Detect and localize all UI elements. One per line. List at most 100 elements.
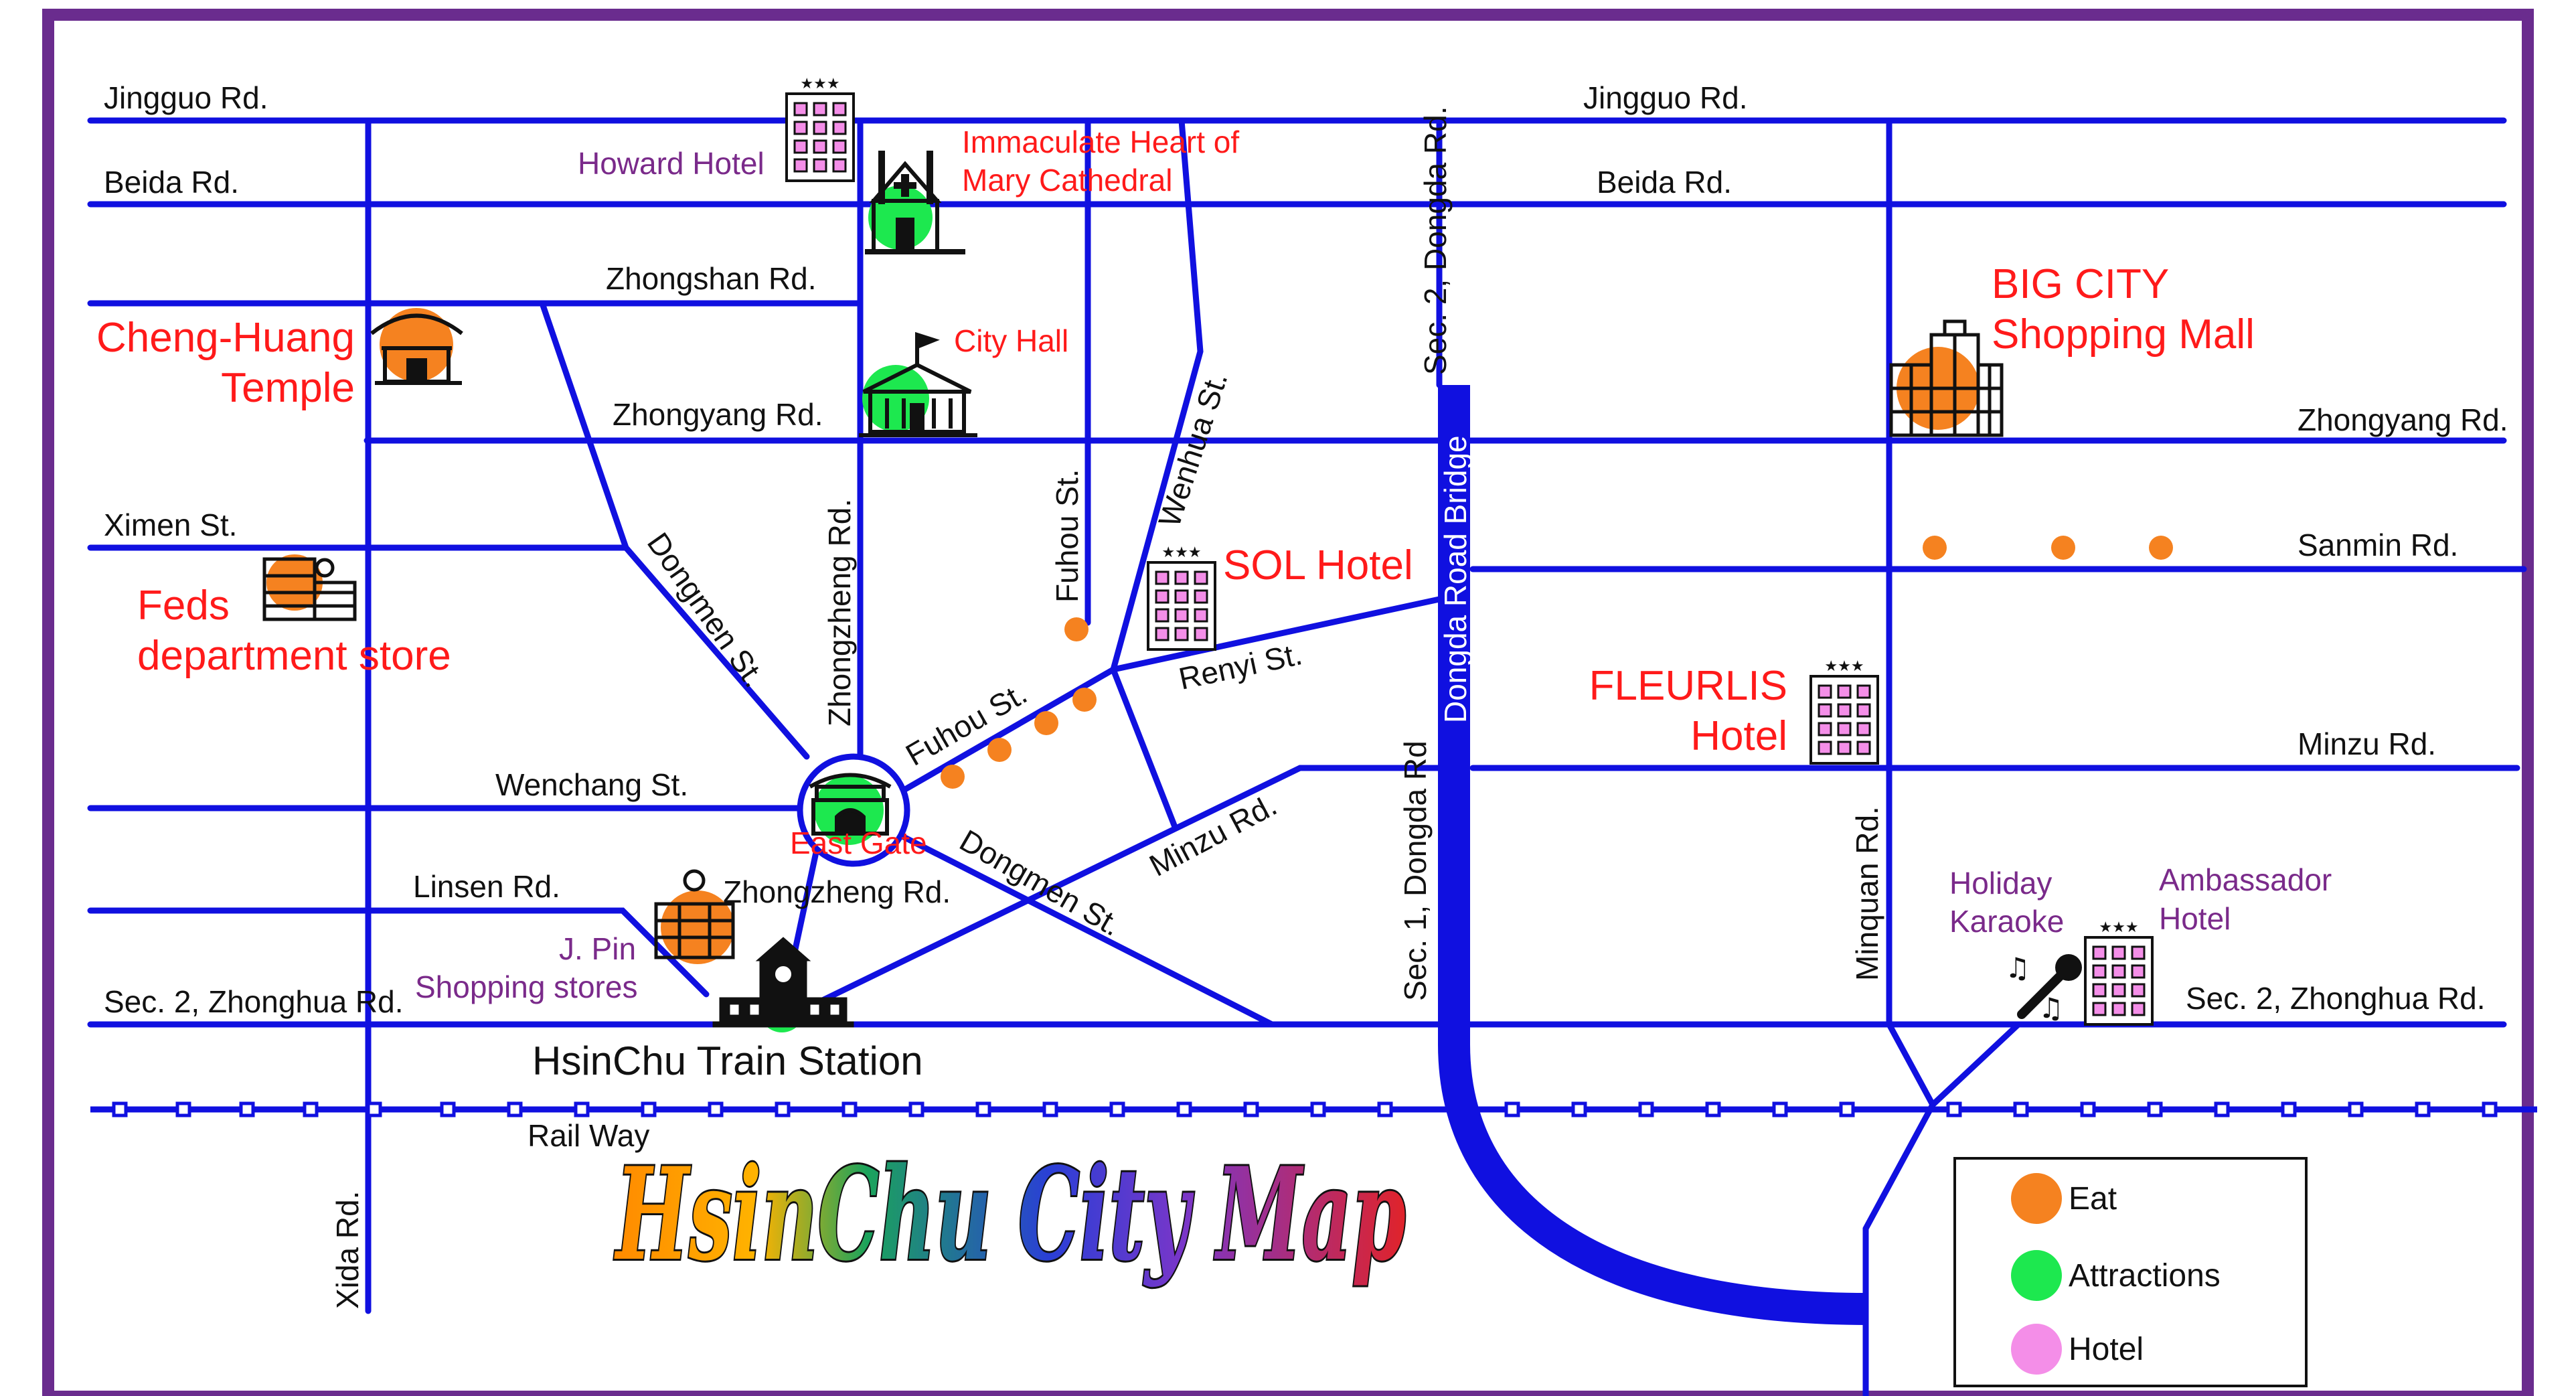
temple-marker[interactable]: Cheng-Huang Temple — [96, 308, 463, 411]
attractions-legend-swatch — [2011, 1250, 2062, 1301]
hotel-legend-swatch — [2011, 1324, 2062, 1375]
eat-dot[interactable] — [987, 738, 1012, 762]
hotel-icon — [1809, 657, 1879, 765]
shopping-mall-icon — [1889, 319, 2004, 437]
howard-hotel-label: Howard Hotel — [578, 146, 764, 181]
hotel-icon — [1147, 543, 1216, 651]
shopping-store-icon — [654, 869, 735, 959]
label-dongda-sec2: Sec. 2, Dongda Rd. — [1418, 106, 1453, 375]
ambassador-label-line2: Hotel — [2159, 901, 2231, 936]
feds-store-marker[interactable]: Feds department store — [137, 554, 451, 679]
label-beida-east: Beida Rd. — [1597, 165, 1732, 200]
fleurlis-label-line2: Hotel — [1690, 713, 1787, 759]
eat-dot[interactable] — [1034, 711, 1058, 735]
label-wenchang: Wenchang St. — [495, 767, 688, 802]
label-xida: Xida Rd. — [330, 1191, 365, 1309]
legend-item-hotel: Hotel — [2011, 1324, 2144, 1375]
legend-label-attractions: Attractions — [2069, 1258, 2221, 1294]
label-zhongyang-east: Zhongyang Rd. — [2298, 402, 2508, 437]
sol-hotel-marker[interactable]: SOL Hotel — [1147, 542, 1413, 651]
legend-label-hotel: Hotel — [2069, 1332, 2144, 1367]
label-dongda-bridge: Dongda Road Bridge — [1438, 435, 1473, 723]
label-beida-west: Beida Rd. — [104, 165, 239, 200]
label-jingguo-west: Jingguo Rd. — [104, 80, 268, 115]
big-city-mall-marker[interactable]: BIG CITY Shopping Mall — [1889, 261, 2255, 437]
cathedral-marker[interactable]: Immaculate Heart of Mary Cathedral — [865, 125, 1239, 254]
map-title: HsinChu City Map — [614, 1140, 1406, 1289]
big-city-label-line2: Shopping Mall — [1992, 311, 2255, 358]
eat-dot[interactable] — [1923, 536, 1947, 560]
label-minquan: Minquan Rd. — [1850, 806, 1884, 981]
label-dongmen-upper: Dongmen St. — [641, 526, 773, 694]
ambassador-label-line1: Ambassador — [2159, 862, 2332, 897]
fleurlis-label-line1: FLEURLIS — [1589, 663, 1787, 709]
label-zhonghua-east: Sec. 2, Zhonghua Rd. — [2186, 981, 2486, 1016]
train-station-label: HsinChu Train Station — [532, 1038, 923, 1083]
legend-label-eat: Eat — [2069, 1181, 2117, 1217]
legend-item-attractions: Attractions — [2011, 1250, 2221, 1301]
svg-text:♫: ♫ — [2005, 951, 2030, 984]
temple-label-line1: Cheng-Huang — [96, 315, 355, 361]
feds-label-line1: Feds — [137, 583, 230, 629]
eat-markers — [941, 536, 2173, 789]
cathedral-label-line2: Mary Cathedral — [962, 163, 1172, 198]
temple-icon — [370, 313, 463, 385]
east-gate-marker[interactable]: East Gate — [790, 753, 927, 867]
city-hall-label: City Hall — [954, 323, 1068, 358]
department-store-icon — [262, 557, 357, 621]
road-minzu-diagonal — [777, 765, 1443, 1024]
eat-dot[interactable] — [2051, 536, 2075, 560]
train-station-marker[interactable]: HsinChu Train Station — [532, 937, 923, 1083]
city-hall-icon — [859, 331, 977, 437]
label-zhongzheng-vertical: Zhongzheng Rd. — [822, 499, 857, 726]
karaoke-marker[interactable]: ♫ ♫ Holiday Karaoke — [1949, 866, 2082, 1024]
label-jingguo-east: Jingguo Rd. — [1583, 80, 1748, 115]
label-zhongyang-west: Zhongyang Rd. — [613, 397, 823, 432]
eat-dot[interactable] — [1072, 688, 1097, 712]
legend: Eat Attractions Hotel — [1953, 1157, 2308, 1387]
hotel-icon — [785, 74, 855, 182]
eat-dot[interactable] — [941, 765, 965, 789]
label-wenhua: Wenhua St. — [1151, 368, 1234, 531]
karaoke-microphone-icon: ♫ ♫ — [2005, 951, 2082, 1024]
road-network — [87, 117, 2527, 1396]
eat-legend-swatch — [2011, 1173, 2062, 1224]
road-dongmen-upper — [539, 300, 810, 760]
label-linsen: Linsen Rd. — [413, 869, 560, 904]
label-fuhou-vertical: Fuhou St. — [1050, 469, 1084, 603]
eat-dot[interactable] — [2149, 536, 2173, 560]
label-zhongshan: Zhongshan Rd. — [606, 261, 817, 296]
road-dongmen-lower — [894, 830, 1275, 1028]
road-karaoke-link — [1929, 1021, 2022, 1108]
road-linsen — [87, 907, 710, 998]
legend-item-eat: Eat — [2011, 1173, 2117, 1224]
label-zhonghua-west: Sec. 2, Zhonghua Rd. — [104, 984, 404, 1019]
feds-label-line2: department store — [137, 633, 451, 679]
j-pin-label-line2: Shopping stores — [415, 970, 637, 1004]
cathedral-label-line1: Immaculate Heart of — [962, 125, 1239, 159]
map-frame — [42, 9, 2534, 1396]
city-hall-marker[interactable]: City Hall — [859, 323, 1068, 437]
j-pin-store-marker[interactable]: J. Pin Shopping stores — [415, 869, 735, 1004]
hotel-icon — [2084, 918, 2154, 1026]
sol-hotel-label: SOL Hotel — [1223, 542, 1413, 589]
cathedral-icon — [865, 151, 965, 254]
fleurlis-hotel-marker[interactable]: FLEURLIS Hotel — [1589, 657, 1879, 765]
label-dongda-sec1: Sec. 1, Dongda Rd — [1398, 741, 1433, 1001]
svg-text:♫: ♫ — [2038, 992, 2064, 1024]
karaoke-label-line2: Karaoke — [1949, 904, 2064, 939]
east-gate-label: East Gate — [790, 826, 927, 860]
east-gate-icon — [809, 773, 892, 836]
label-zhongzheng-south: Zhongzheng Rd. — [723, 874, 951, 909]
road-wenhua — [1110, 117, 1204, 830]
label-minzu-east: Minzu Rd. — [2298, 726, 2436, 761]
karaoke-label-line1: Holiday — [1949, 866, 2052, 901]
label-railway: Rail Way — [528, 1118, 649, 1153]
dongda-road-bridge — [1438, 385, 1868, 1325]
ambassador-hotel-marker[interactable]: Ambassador Hotel — [2084, 862, 2332, 1026]
train-station-icon — [712, 937, 854, 1028]
eat-dot[interactable] — [1064, 617, 1089, 641]
howard-hotel-marker[interactable]: Howard Hotel — [578, 74, 855, 182]
label-ximen: Ximen St. — [104, 508, 237, 542]
